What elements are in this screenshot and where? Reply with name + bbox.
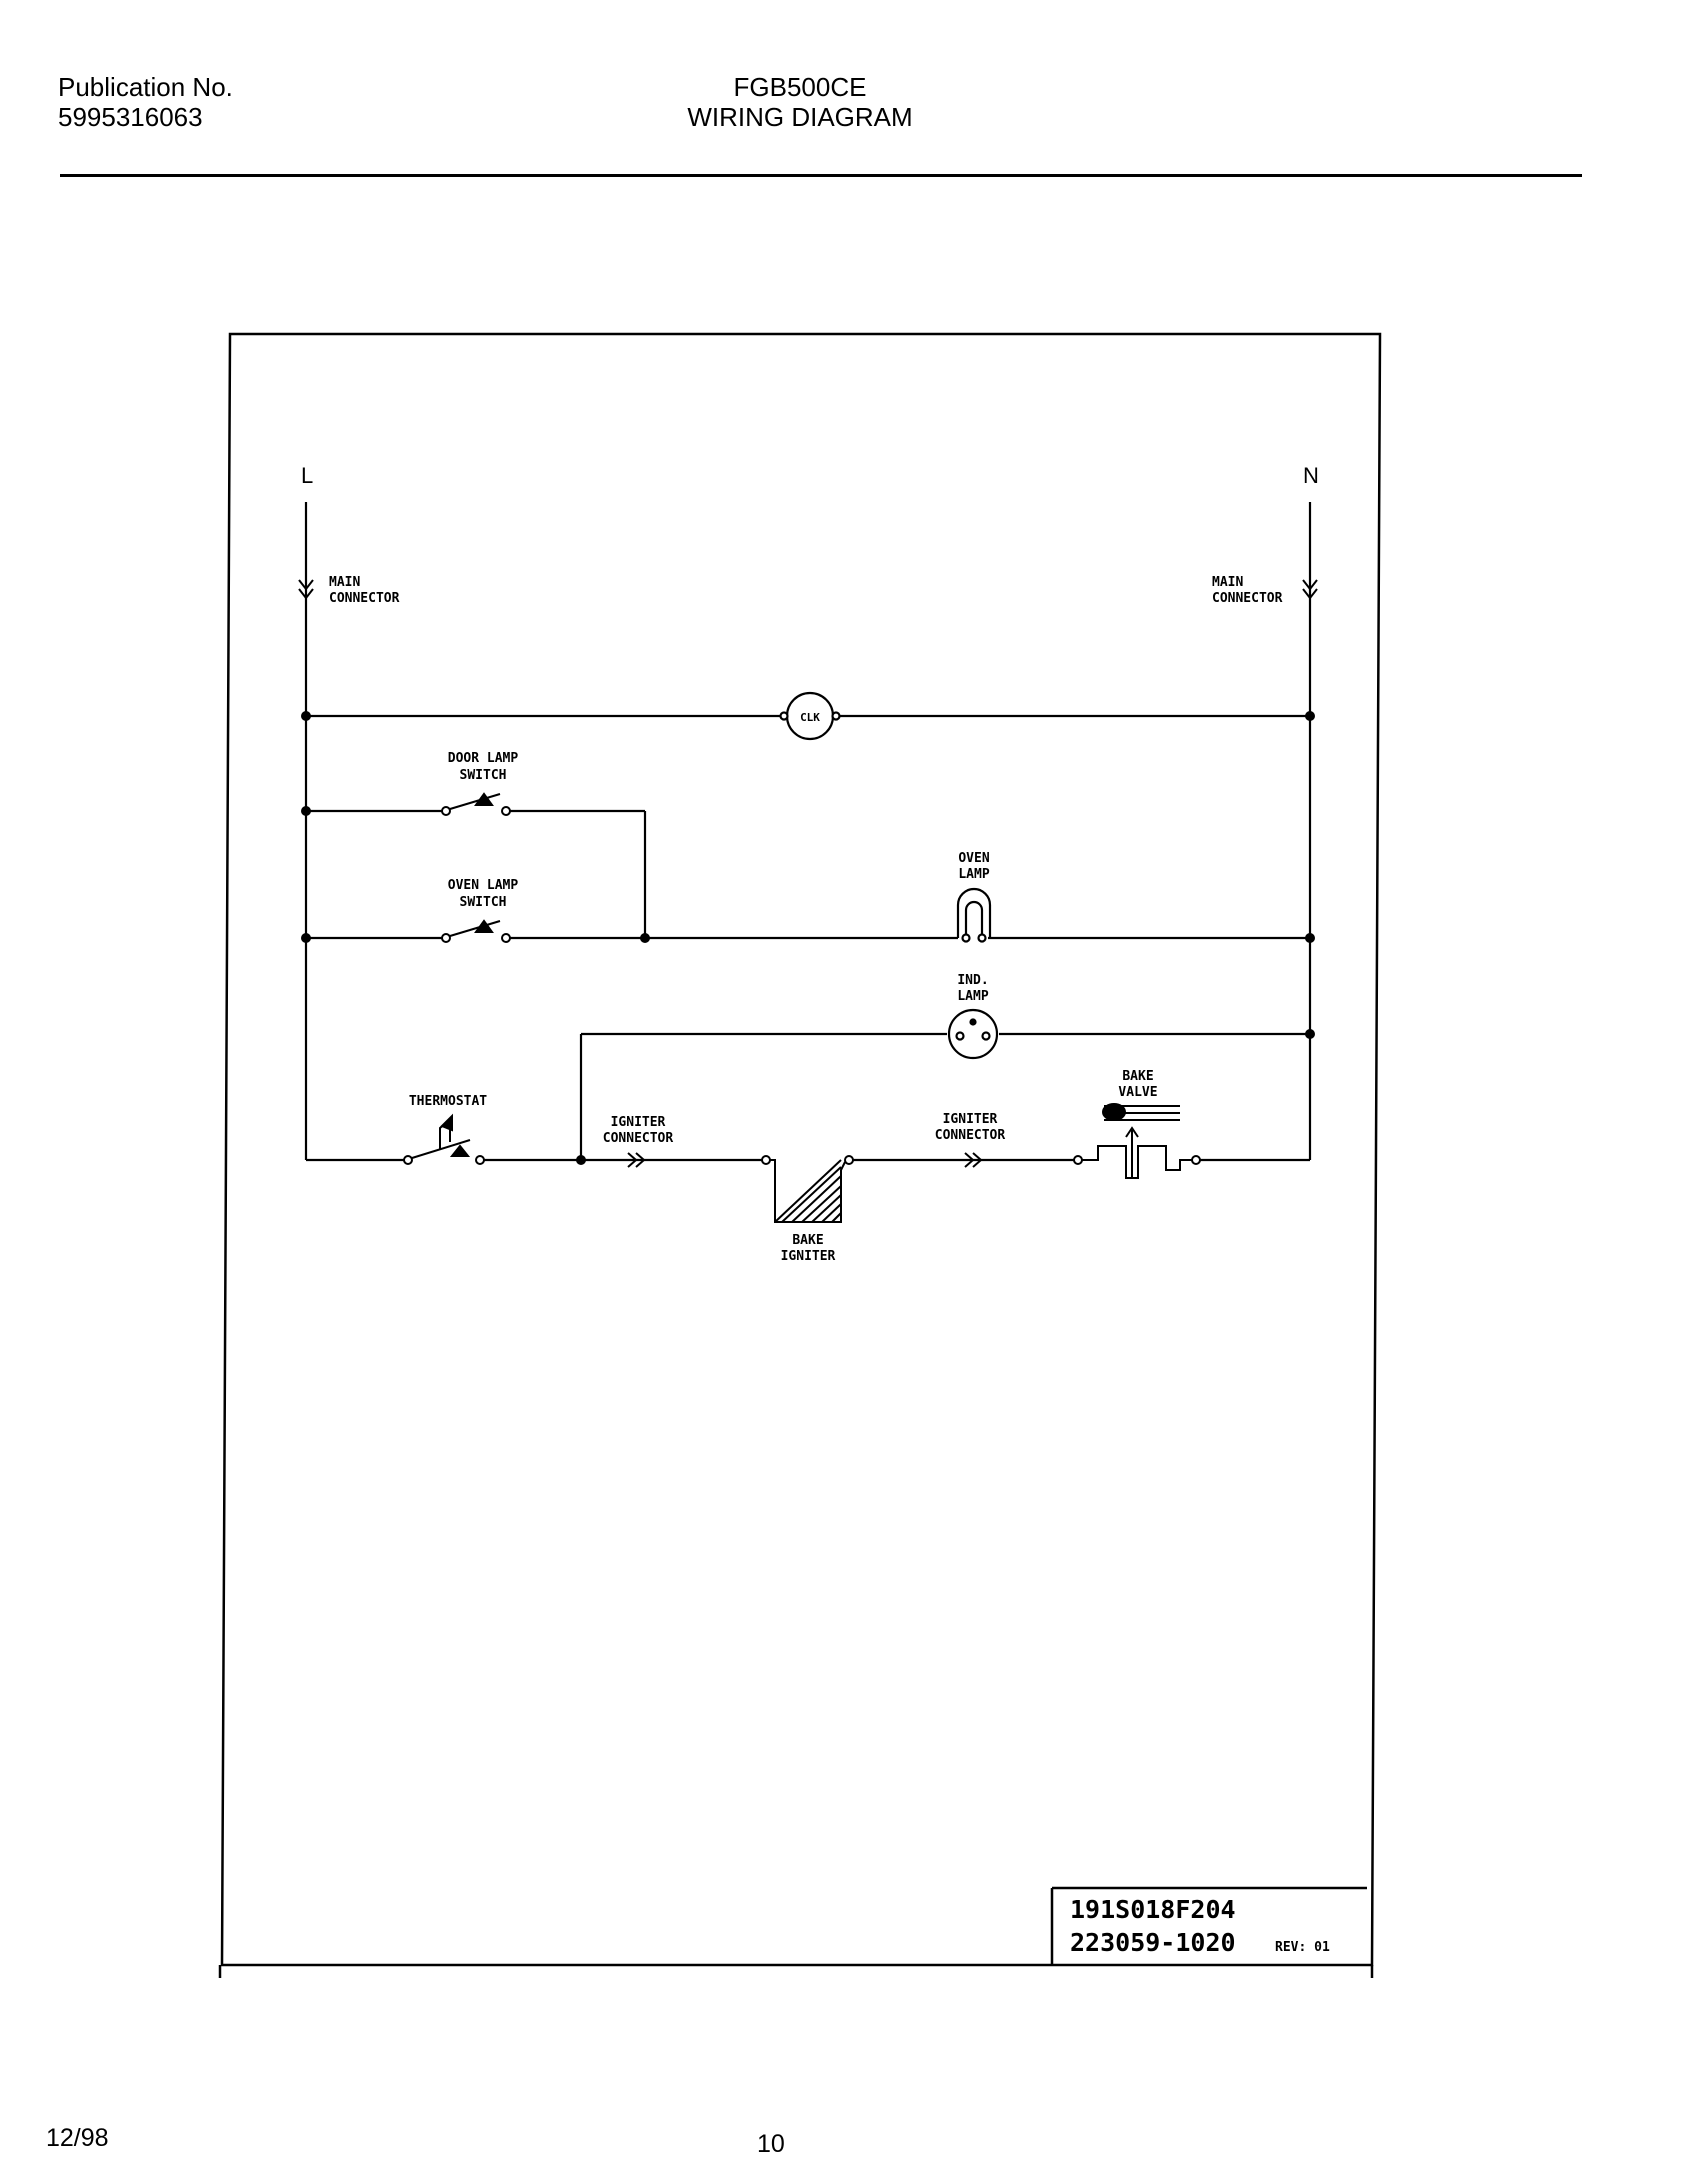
oven-lamp-label-1: OVEN <box>958 851 989 866</box>
page-number: 10 <box>757 2130 785 2158</box>
main-connector-left-icon <box>298 579 314 600</box>
oven-lamp-switch-icon <box>441 919 511 943</box>
publication-label: Publication No. <box>58 72 233 102</box>
oven-lamp-icon <box>956 887 992 943</box>
bake-igniter-label-1: BAKE <box>792 1233 823 1248</box>
bake-valve-label-1: BAKE <box>1122 1069 1153 1084</box>
main-connector-right-line2: CONNECTOR <box>1212 591 1283 606</box>
ind-lamp-label-2: LAMP <box>957 989 988 1004</box>
wires <box>304 502 1312 1162</box>
drawing-code: 191S018F204 <box>1070 1895 1236 1924</box>
clock-icon <box>779 691 841 741</box>
main-connector-right-line1: MAIN <box>1212 575 1243 590</box>
oven-lamp-switch-label-2: SWITCH <box>460 895 507 910</box>
main-connector-left-line1: MAIN <box>329 575 360 590</box>
publication-block: Publication No. 5995316063 <box>58 72 233 132</box>
model-number: FGB500CE <box>733 72 867 102</box>
igniter-connector-left-icon <box>627 1152 646 1168</box>
clock-label: CLK <box>800 711 820 724</box>
publication-number: 5995316063 <box>58 102 203 132</box>
main-connector-right-icon <box>1302 579 1318 600</box>
bake-valve-label-2: VALVE <box>1118 1085 1157 1100</box>
oven-lamp-label-2: LAMP <box>958 867 989 882</box>
oven-lamp-switch-label-1: OVEN LAMP <box>448 878 519 893</box>
part-number: 223059-1020 <box>1070 1928 1236 1957</box>
main-connector-left-line2: CONNECTOR <box>329 591 400 606</box>
igniter-connector-left-label-2: CONNECTOR <box>603 1131 674 1146</box>
neutral-label: N <box>1303 463 1319 488</box>
header-rule <box>60 174 1582 177</box>
door-lamp-switch-label-2: SWITCH <box>460 768 507 783</box>
ind-lamp-label-1: IND. <box>957 973 988 988</box>
igniter-connector-right-label-2: CONNECTOR <box>935 1128 1006 1143</box>
diagram-frame <box>218 332 1382 1978</box>
bake-valve-icon <box>1073 1103 1201 1179</box>
igniter-connector-left-label-1: IGNITER <box>611 1115 666 1130</box>
igniter-connector-right-label-1: IGNITER <box>943 1112 998 1127</box>
thermostat-icon <box>403 1113 485 1165</box>
title-block <box>1050 1886 1367 1965</box>
bake-igniter-label-2: IGNITER <box>781 1249 836 1264</box>
model-block: FGB500CE WIRING DIAGRAM <box>0 72 1600 132</box>
bake-igniter-icon <box>761 1155 854 1223</box>
junction-dots <box>301 711 1315 1165</box>
door-lamp-switch-label-1: DOOR LAMP <box>448 751 519 766</box>
ind-lamp-icon <box>947 1008 999 1060</box>
line-label: L <box>301 463 313 488</box>
page-title: WIRING DIAGRAM <box>687 102 913 132</box>
footer-date: 12/98 <box>46 2124 109 2152</box>
igniter-connector-right-icon <box>964 1152 983 1168</box>
door-lamp-switch-icon <box>441 792 511 816</box>
thermostat-label: THERMOSTAT <box>409 1094 487 1109</box>
revision-label: REV: 01 <box>1275 1940 1330 1955</box>
